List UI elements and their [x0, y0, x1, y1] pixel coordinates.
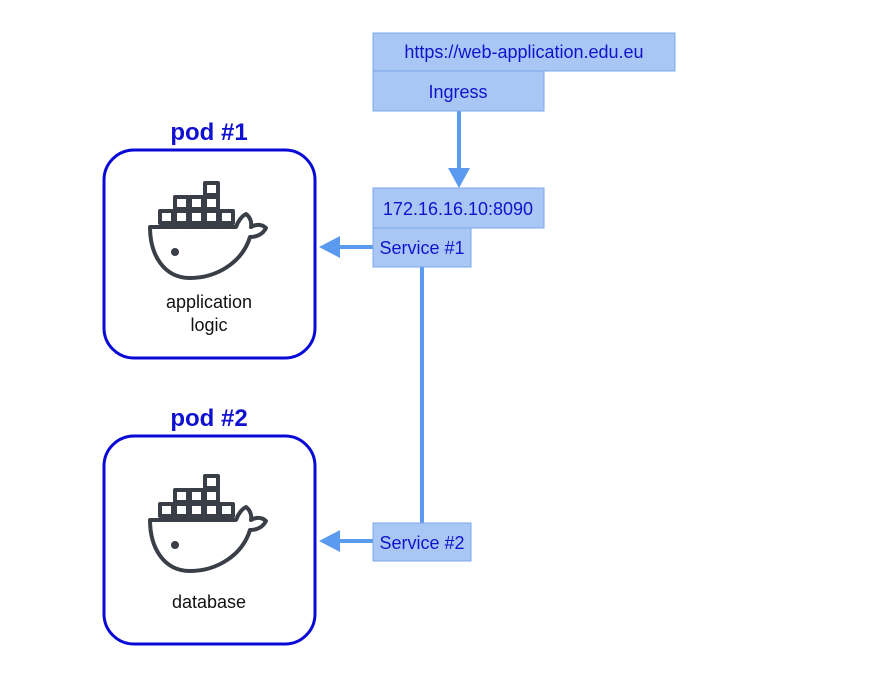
service1-address: 172.16.16.10:8090	[383, 199, 533, 219]
pod1-caption-line2: logic	[190, 315, 227, 335]
service1-to-pod1-arrowhead	[319, 236, 340, 258]
service1-address-box	[372, 187, 545, 229]
pod2: pod #2 database	[102, 405, 317, 646]
service2-box	[372, 522, 472, 562]
service1-box	[372, 227, 472, 268]
ingress-to-service1-arrowhead	[448, 168, 470, 188]
service2-label: Service #2	[379, 533, 464, 553]
ingress-label: Ingress	[428, 82, 487, 102]
ingress-box	[372, 70, 545, 112]
pod2-title: pod #2	[170, 405, 247, 432]
ingress-group: https://web-application.edu.eu Ingress	[372, 32, 676, 112]
docker-whale-icon	[148, 474, 268, 573]
service2-to-pod2-arrowhead	[319, 530, 340, 552]
service1-group: 172.16.16.10:8090 Service #1	[372, 187, 545, 268]
ingress-url-box	[372, 32, 676, 72]
connectors	[319, 111, 470, 552]
docker-whale-icon	[148, 181, 268, 280]
pod2-caption: database	[172, 592, 246, 612]
pod1: pod #1 application logic	[102, 119, 317, 360]
pod1-caption-line1: application	[166, 292, 252, 312]
ingress-url: https://web-application.edu.eu	[404, 42, 643, 62]
service1-label: Service #1	[379, 238, 464, 258]
service2-group: Service #2	[372, 522, 472, 562]
pod1-title: pod #1	[170, 119, 247, 146]
